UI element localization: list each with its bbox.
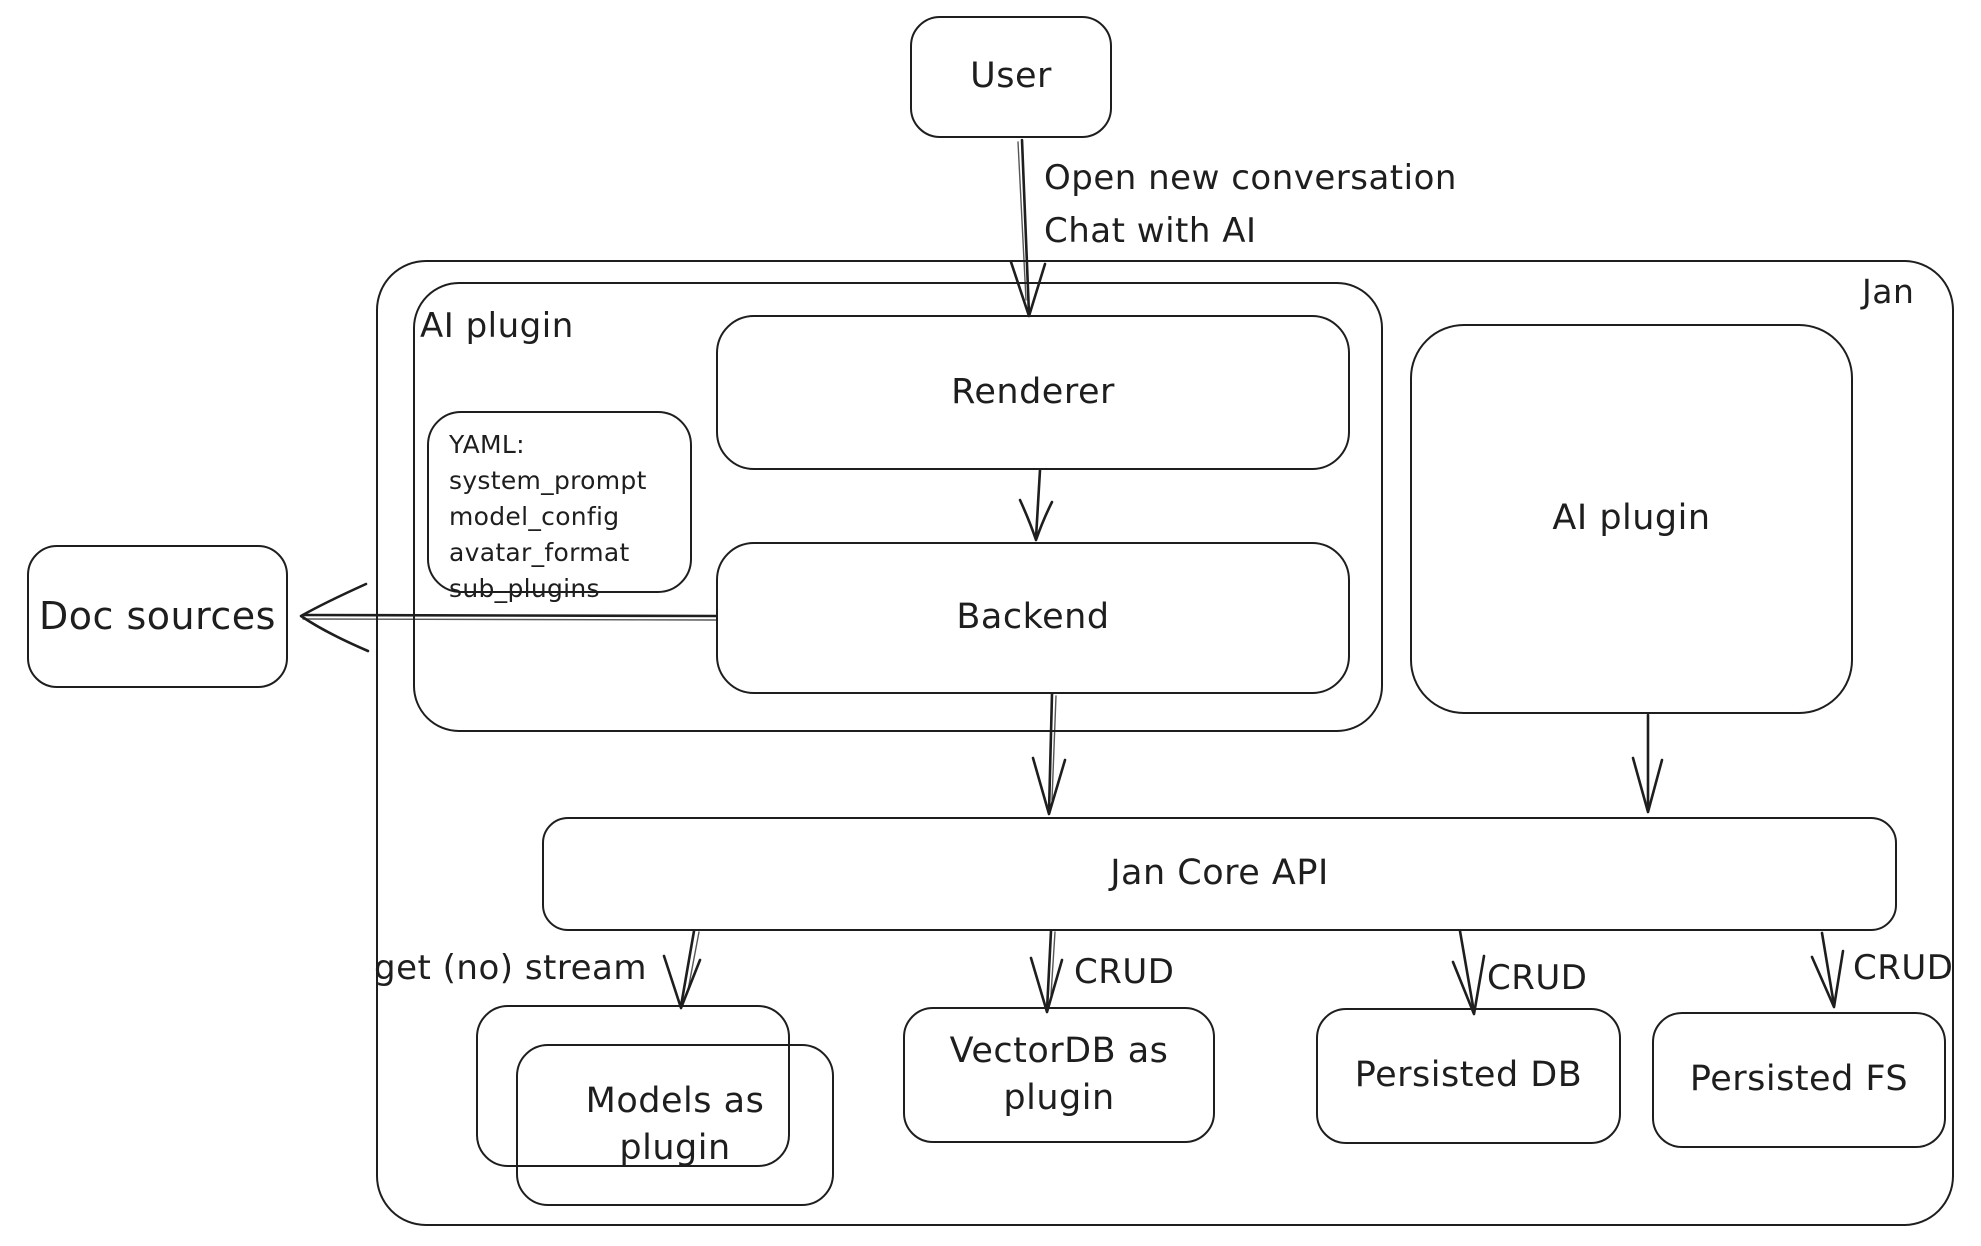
edge-label-line2: Chat with AI xyxy=(1044,211,1257,251)
backend-node: Backend xyxy=(716,542,1350,694)
edge-label-line1: Open new conversation xyxy=(1044,158,1457,198)
persisted-db-label: Persisted DB xyxy=(1354,1055,1583,1096)
ai-plugin-right-node: AI plugin xyxy=(1410,324,1853,714)
yaml-note-line: model_config xyxy=(449,502,620,531)
renderer-node: Renderer xyxy=(716,315,1350,470)
vectordb-as-plugin-node: VectorDB as plugin xyxy=(903,1007,1215,1143)
crud-persisted-db-edge-label: CRUD xyxy=(1487,958,1588,998)
ai-plugin-group-label: AI plugin xyxy=(420,306,574,346)
user-to-renderer-edge-label: Open new conversation Chat with AI xyxy=(1044,152,1457,258)
yaml-note: YAML: system_prompt model_config avatar_… xyxy=(427,411,692,603)
jan-core-api-label: Jan Core API xyxy=(1110,853,1329,894)
jan-core-api-node: Jan Core API xyxy=(542,817,1897,931)
doc-sources-label: Doc sources xyxy=(39,593,276,638)
jan-container-box xyxy=(376,260,1954,1226)
models-as-plugin-node: Models as plugin xyxy=(516,1044,834,1206)
yaml-note-line: sub_plugins xyxy=(449,574,600,603)
user-node: User xyxy=(910,16,1112,138)
models-as-plugin-label: Models as plugin xyxy=(585,1080,765,1168)
yaml-note-line: avatar_format xyxy=(449,538,630,567)
persisted-db-node: Persisted DB xyxy=(1316,1008,1621,1144)
yaml-note-line: system_prompt xyxy=(449,466,647,495)
jan-container-label: Jan xyxy=(1862,272,1915,311)
models-as-plugin-back-box xyxy=(476,1005,790,1167)
crud-vectordb-edge-label: CRUD xyxy=(1074,952,1175,992)
persisted-fs-label: Persisted FS xyxy=(1689,1059,1909,1100)
yaml-note-title: YAML: xyxy=(449,430,525,459)
renderer-node-label: Renderer xyxy=(951,371,1115,412)
yaml-note-text: YAML: system_prompt model_config avatar_… xyxy=(429,413,647,607)
ai-plugin-group-box xyxy=(413,282,1383,732)
doc-sources-node: Doc sources xyxy=(27,545,288,688)
backend-node-label: Backend xyxy=(956,597,1110,638)
persisted-fs-node: Persisted FS xyxy=(1652,1012,1946,1148)
vectordb-as-plugin-label: VectorDB as plugin xyxy=(949,1030,1169,1118)
user-node-label: User xyxy=(970,56,1052,97)
get-no-stream-edge-label: get (no) stream xyxy=(374,948,647,988)
crud-persisted-fs-edge-label: CRUD xyxy=(1853,948,1954,988)
ai-plugin-right-label: AI plugin xyxy=(1552,498,1711,539)
